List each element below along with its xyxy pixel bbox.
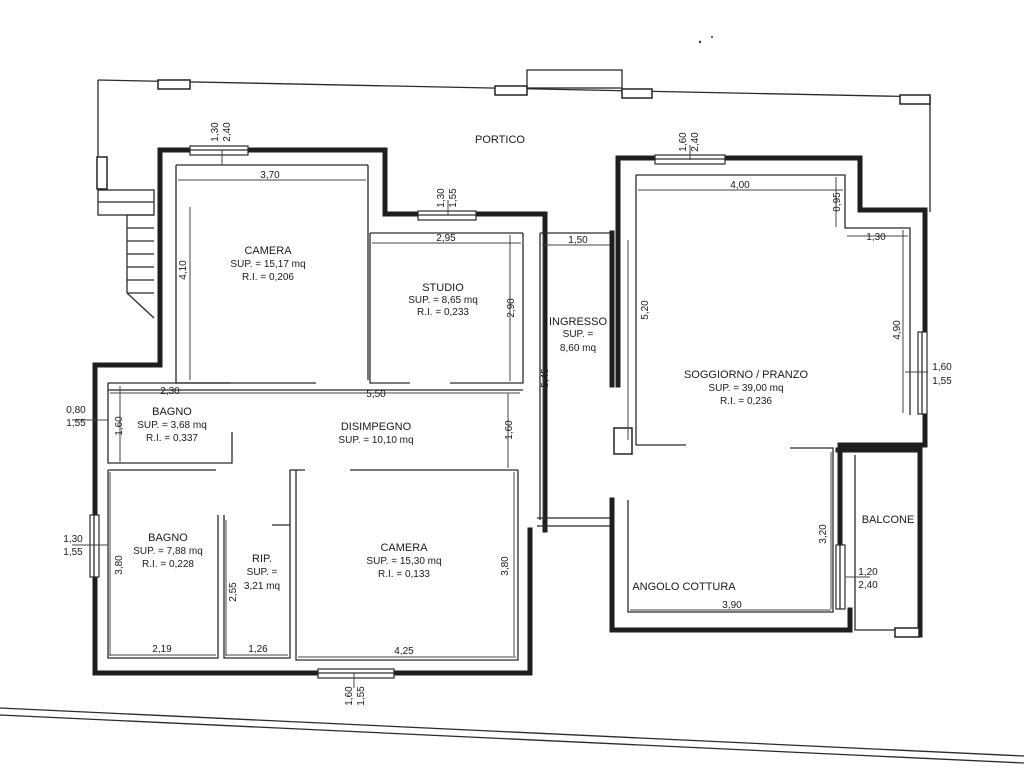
walls — [92, 147, 928, 676]
dim-ingresso-h: 5,45 — [540, 368, 551, 388]
camera1-label: CAMERA — [244, 245, 292, 257]
dim-bagno2-w: 2,19 — [152, 644, 172, 655]
dim-bagno2-win-a: 1,30 — [63, 534, 83, 545]
dim-sogg-w: 4,00 — [730, 180, 750, 191]
dim-studio-win-b: 1,55 — [448, 188, 459, 208]
bagno1-ri: R.I. = 0,337 — [146, 433, 198, 444]
studio-ri: R.I. = 0,233 — [417, 307, 469, 318]
dim-studio-w: 2,95 — [436, 233, 456, 244]
bagno2-ri: R.I. = 0,228 — [142, 559, 194, 570]
dim-cottura-h: 3,20 — [818, 524, 829, 544]
bagno1-sup: SUP. = 3,68 mq — [137, 420, 207, 431]
dim-bagno1-win-b: 1,55 — [66, 418, 86, 429]
dim-ingresso-w: 1,50 — [568, 235, 588, 246]
bagno2-label: BAGNO — [148, 532, 188, 544]
dimension-lines — [72, 145, 928, 688]
bagno1-label: BAGNO — [152, 406, 192, 418]
camera2-ri: R.I. = 0,133 — [378, 569, 430, 580]
dim-sogg-side-win-b: 1,55 — [932, 376, 952, 387]
dim-camera1-win-b: 2,40 — [222, 122, 233, 142]
dim-bagno1-win-a: 0,80 — [66, 405, 86, 416]
disimpegno-sup: SUP. = 10,10 mq — [338, 435, 413, 446]
dim-bagno1-w: 2,30 — [160, 386, 180, 397]
dim-rip-h: 2,55 — [228, 582, 239, 602]
dim-camera2-win-a: 1,60 — [344, 686, 355, 706]
dim-camera2-h: 3,80 — [500, 556, 511, 576]
studio-sup: SUP. = 8,65 mq — [408, 295, 478, 306]
dim-studio-win-a: 1,30 — [436, 188, 447, 208]
dim-sogg-win-a: 1,60 — [678, 132, 689, 152]
dim-studio-h: 2,90 — [506, 298, 517, 318]
dim-balcone-win-b: 2,40 — [858, 580, 878, 591]
dim-sogg-right-h: 4,90 — [892, 320, 903, 340]
dim-cottura-w: 3,90 — [722, 600, 742, 611]
dim-bagno2-h: 3,80 — [114, 555, 125, 575]
ingresso-sup-label: SUP. = — [563, 329, 594, 340]
ingresso-label: INGRESSO — [549, 316, 608, 328]
soggiorno-label: SOGGIORNO / PRANZO — [684, 369, 809, 381]
dim-camera1-win-a: 1,30 — [210, 122, 221, 142]
balcone-label: BALCONE — [862, 514, 915, 526]
windows — [89, 145, 928, 679]
rip-sup-label: SUP. = — [247, 567, 278, 578]
dim-rip-w: 1,26 — [248, 644, 268, 655]
dim-camera2-win-b: 1,55 — [356, 686, 367, 706]
rip-label: RIP. — [252, 553, 272, 565]
camera2-label: CAMERA — [380, 542, 428, 554]
disimpegno-label: DISIMPEGNO — [341, 421, 412, 433]
dimension-labels-h: 3,70 2,95 1,50 4,00 1,30 2,30 5,50 2,19 … — [63, 170, 952, 657]
dimension-labels-v: 4,10 1,30 2,40 2,90 1,30 1,55 5,45 1,60 … — [114, 122, 903, 706]
dim-sogg-offset-v: 0,95 — [832, 192, 843, 212]
rip-sup-value: 3,21 mq — [244, 581, 280, 592]
dim-camera1-w: 3,70 — [260, 170, 280, 181]
dim-camera2-w: 4,25 — [394, 646, 414, 657]
cottura-label: ANGOLO COTTURA — [632, 581, 736, 593]
room-labels: PORTICO CAMERA SUP. = 15,17 mq R.I. = 0,… — [133, 134, 914, 593]
dim-corr-w: 5,50 — [366, 389, 386, 400]
studio-label: STUDIO — [422, 282, 464, 294]
stairs — [97, 189, 155, 319]
dim-camera1-h: 4,10 — [178, 260, 189, 280]
dim-bagno2-win-b: 1,55 — [63, 547, 83, 558]
bagno2-sup: SUP. = 7,88 mq — [133, 546, 203, 557]
dim-sogg-side-win-a: 1,60 — [932, 362, 952, 373]
soggiorno-ri: R.I. = 0,236 — [720, 396, 772, 407]
dim-bagno1-h: 1,60 — [114, 416, 125, 436]
ingresso-sup-value: 8,60 mq — [560, 343, 596, 354]
camera1-ri: R.I. = 0,206 — [242, 272, 294, 283]
dim-corr-h: 1,60 — [504, 420, 515, 440]
dim-sogg-win-b: 2,40 — [690, 132, 701, 152]
portico-label: PORTICO — [475, 134, 525, 146]
dim-balcone-win-a: 1,20 — [858, 567, 878, 578]
camera2-sup: SUP. = 15,30 mq — [366, 556, 441, 567]
scan-specks — [698, 36, 713, 44]
soggiorno-sup: SUP. = 39,00 mq — [708, 383, 783, 394]
page-border — [0, 707, 1024, 764]
dim-sogg-left-h: 5,20 — [640, 300, 651, 320]
portico-outline — [96, 69, 931, 212]
camera1-sup: SUP. = 15,17 mq — [230, 259, 305, 270]
dim-sogg-offset-h: 1,30 — [866, 232, 886, 243]
